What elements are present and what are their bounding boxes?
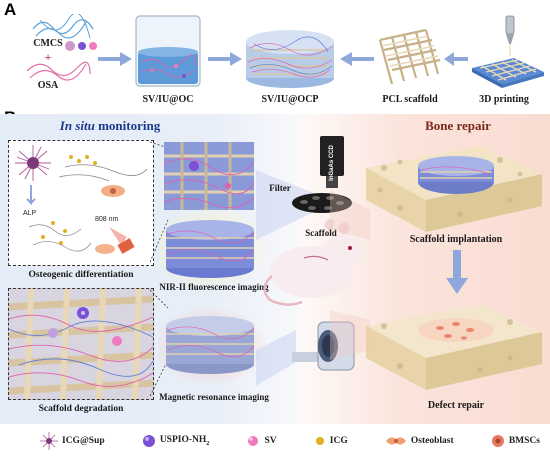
arrow-a1-icon bbox=[98, 52, 132, 66]
rat-icon bbox=[263, 218, 362, 306]
legend-label: ICG@Sup bbox=[62, 436, 105, 446]
uspio-icon bbox=[142, 435, 155, 447]
sv-icon bbox=[248, 436, 259, 446]
step-pcl-label: PCL scaffold bbox=[382, 94, 438, 105]
legend-item-icg-sup: ICG@Sup bbox=[40, 432, 105, 450]
osteoblast-icon bbox=[385, 437, 406, 445]
filter-wheel-icon bbox=[292, 193, 352, 213]
legend-item-bmscs: BMSCs bbox=[491, 434, 540, 448]
monitoring-title: In situ monitoring bbox=[20, 118, 200, 134]
arrow-a2-icon bbox=[208, 52, 242, 66]
mri-imaging-label: Magnetic resonance imaging bbox=[159, 392, 269, 402]
scaffold-stack-illustration bbox=[158, 142, 266, 384]
printer-icon bbox=[472, 15, 544, 88]
bone-implant-illustration bbox=[366, 146, 542, 232]
legend-item-icg: ICG bbox=[314, 435, 348, 447]
transition-arrows bbox=[330, 190, 370, 360]
ocp-scaffold-icon bbox=[246, 30, 334, 88]
legend-item-osteoblast: Osteoblast bbox=[385, 435, 454, 447]
mri-scanner-icon bbox=[292, 321, 355, 371]
step-ocp-label: SV/IU@OCP bbox=[261, 94, 319, 105]
arrow-down-icon bbox=[446, 250, 468, 294]
legend: ICG@Sup USPIO-NH2 SV ICG Osteoblast BMSC… bbox=[40, 430, 540, 452]
plus-sign: + bbox=[44, 50, 52, 64]
step-oc-label: SV/IU@OC bbox=[142, 94, 194, 105]
monitoring-title-rest: monitoring bbox=[94, 118, 161, 133]
beaker-icon bbox=[135, 15, 201, 87]
degradation-inset bbox=[8, 288, 154, 400]
osa-label: OSA bbox=[37, 80, 59, 91]
pcl-lattice-icon bbox=[378, 28, 441, 85]
arrow-a3-icon bbox=[340, 52, 374, 66]
bone-repaired-illustration bbox=[366, 304, 542, 390]
defect-repair-label: Defect repair bbox=[427, 400, 485, 411]
alp-label: ALP bbox=[23, 210, 37, 217]
light-beams bbox=[256, 170, 326, 386]
osteogenic-label: Osteogenic differentiation bbox=[28, 270, 134, 280]
legend-label: SV bbox=[264, 436, 277, 446]
osteogenic-illustration: ALP 808 nm bbox=[15, 145, 148, 254]
implanted-scaffold bbox=[418, 156, 494, 194]
filter-label: Filter bbox=[269, 183, 291, 193]
legend-item-uspio: USPIO-NH2 bbox=[142, 434, 209, 448]
bmsc-icon bbox=[491, 435, 504, 447]
cmcs-molecule-icon bbox=[32, 14, 94, 39]
degradation-label: Scaffold degradation bbox=[38, 404, 124, 414]
micelle-icon bbox=[40, 432, 58, 450]
scaffold-top-cube bbox=[163, 142, 255, 210]
ccd-camera-icon bbox=[320, 136, 344, 188]
legend-label: BMSCs bbox=[508, 436, 540, 446]
icg-icon bbox=[315, 437, 324, 445]
ccd-label: InGaAs CCD bbox=[329, 145, 335, 181]
monitoring-title-italic: In situ bbox=[59, 118, 95, 133]
particles-icon bbox=[65, 41, 97, 51]
legend-label: Osteoblast bbox=[410, 436, 454, 446]
osa-molecule-icon bbox=[26, 61, 91, 81]
implantation-label: Scaffold implantation bbox=[409, 234, 503, 245]
micelle-icon bbox=[15, 145, 51, 181]
repair-title: Bone repair bbox=[425, 118, 491, 133]
scaffold-rat-label: Scaffold bbox=[305, 228, 337, 238]
arrow-a4-icon bbox=[444, 52, 468, 66]
step-print-label: 3D printing bbox=[479, 94, 529, 105]
nir-imaging-label: NIR-II fluorescence imaging bbox=[159, 282, 269, 292]
legend-label: USPIO-NH2 bbox=[159, 435, 210, 447]
wavelength-label: 808 nm bbox=[95, 216, 119, 223]
scaffold-nir-puck bbox=[166, 220, 255, 278]
cmcs-label: CMCS bbox=[33, 38, 63, 49]
scaffold-mri-puck bbox=[166, 316, 255, 374]
degradation-illustration bbox=[9, 289, 153, 399]
osteogenic-inset: ALP 808 nm bbox=[8, 140, 154, 266]
legend-item-sv: SV bbox=[246, 434, 277, 448]
legend-label: ICG bbox=[329, 436, 348, 446]
panel-a-label: A bbox=[4, 0, 17, 19]
